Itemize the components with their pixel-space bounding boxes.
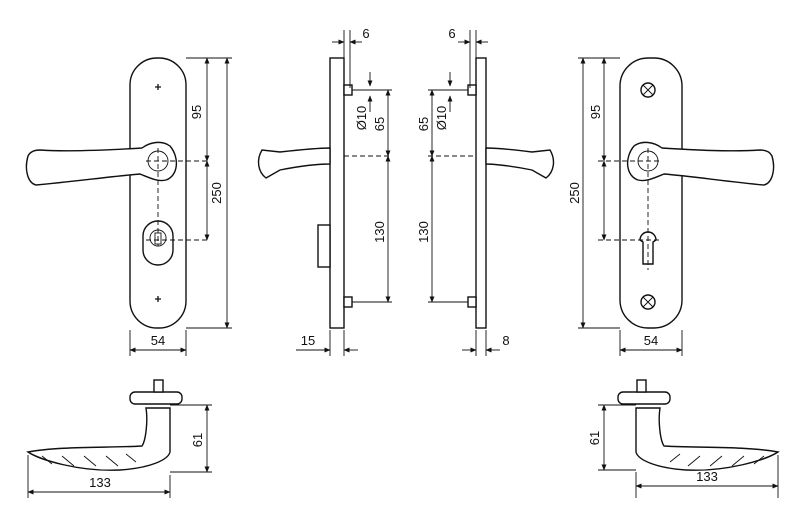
lever-side-right bbox=[485, 147, 555, 179]
lever-side bbox=[257, 147, 331, 179]
backplate-right bbox=[619, 57, 683, 329]
plate-edge-right bbox=[475, 57, 487, 329]
dim-95: 95 bbox=[189, 105, 204, 119]
side-view-right: 6 65 Ø10 130 8 bbox=[416, 26, 555, 356]
side-view-left: 6 Ø10 65 130 15 bbox=[257, 26, 392, 356]
rose-left bbox=[129, 391, 183, 405]
dim-61-right: 61 bbox=[587, 431, 602, 445]
dim-250: 250 bbox=[209, 182, 224, 204]
dim-54-right: 54 bbox=[644, 333, 658, 348]
rose-right bbox=[617, 391, 671, 405]
dim-dia10: Ø10 bbox=[354, 106, 369, 131]
dim-250-right: 250 bbox=[567, 182, 582, 204]
handle-top-view-right: 61 133 bbox=[587, 379, 780, 498]
handle-top-view-left: 61 133 bbox=[26, 379, 212, 498]
lever-top-left bbox=[26, 407, 171, 471]
dim-130-right: 130 bbox=[416, 221, 431, 243]
cylinder-cutout bbox=[142, 220, 174, 266]
dim-133-right: 133 bbox=[696, 469, 718, 484]
dim-15: 15 bbox=[301, 333, 315, 348]
dim-6-right: 6 bbox=[448, 26, 455, 41]
dim-8: 8 bbox=[502, 333, 509, 348]
dim-dia10-right: Ø10 bbox=[434, 106, 449, 131]
dim-130: 130 bbox=[372, 221, 387, 243]
dim-65-right: 65 bbox=[416, 117, 431, 131]
front-view-right: 95 250 54 bbox=[567, 57, 775, 356]
front-view-left: 95 250 54 bbox=[25, 57, 232, 356]
cylinder-boss bbox=[317, 224, 331, 268]
dim-54: 54 bbox=[151, 333, 165, 348]
plate-edge bbox=[329, 57, 345, 329]
dim-133: 133 bbox=[89, 475, 111, 490]
screw-marks bbox=[155, 84, 161, 302]
lever-top-right bbox=[635, 407, 780, 471]
dim-65: 65 bbox=[372, 117, 387, 131]
lever-handle bbox=[25, 141, 177, 186]
dim-95-right: 95 bbox=[588, 105, 603, 119]
dim-61: 61 bbox=[190, 433, 205, 447]
lever-handle-right bbox=[627, 141, 775, 186]
dim-6: 6 bbox=[362, 26, 369, 41]
